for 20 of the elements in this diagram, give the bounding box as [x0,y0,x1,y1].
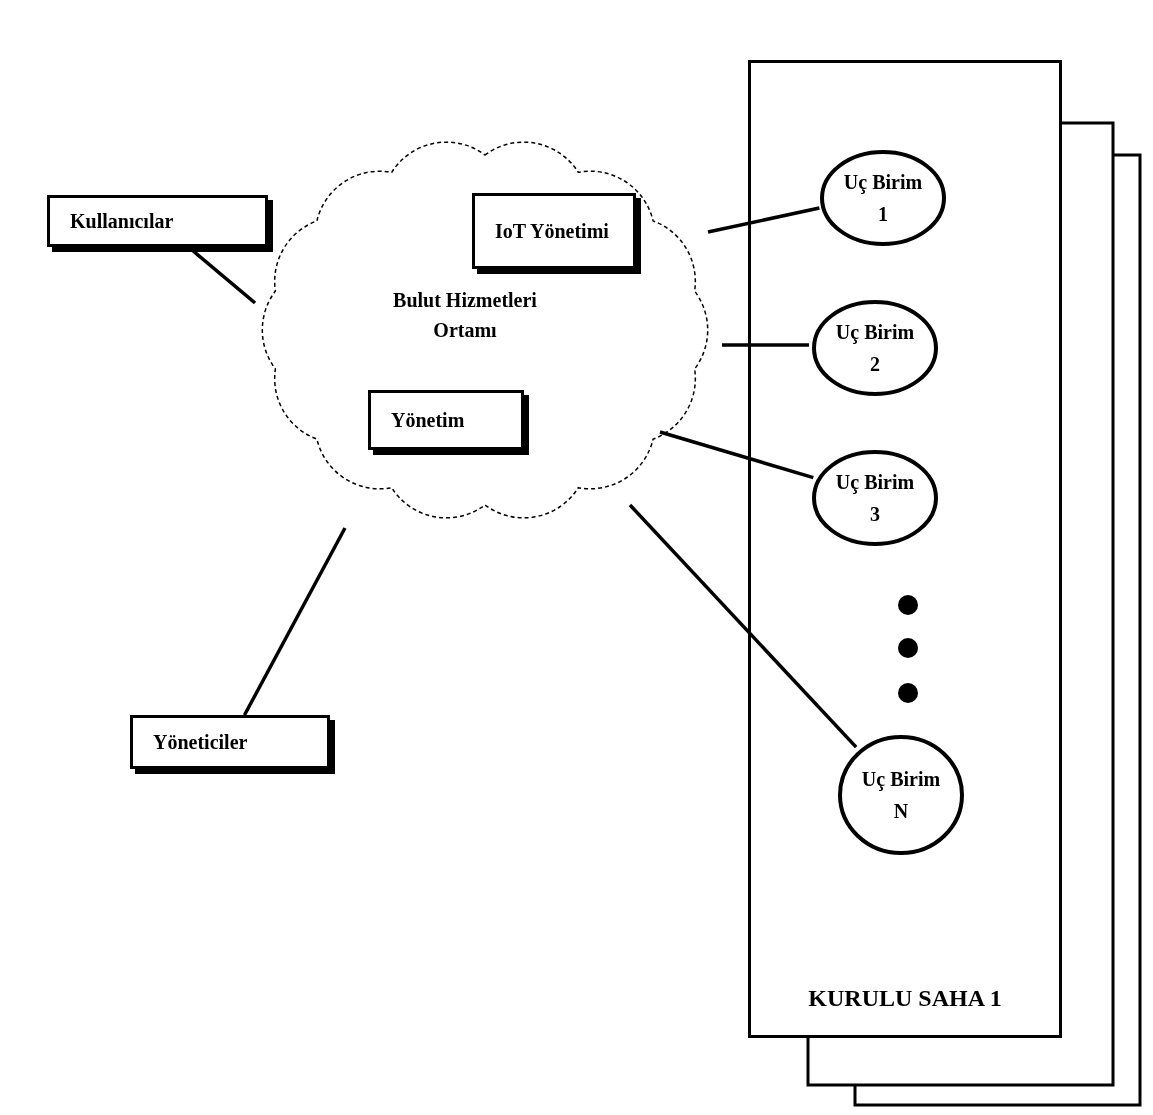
unit-ellipse [838,735,964,855]
node-label: Uç Birim 3 [834,470,916,527]
unit-ellipse [812,300,938,396]
site-title: KURULU SAHA 1 [807,983,1003,1013]
unit-ellipse [812,450,938,546]
node-label: Kullanıcılar [70,209,175,234]
node-label: Yöneticiler [153,730,249,755]
connector-line [628,503,858,749]
node-label: IoT Yönetimi [495,219,610,244]
node-label: Uç Birim 1 [842,170,924,227]
connector-line [659,430,814,480]
connector-line [722,343,809,347]
site-panel [748,60,1062,1038]
unit-ellipse [820,150,946,246]
connector-line [242,527,347,716]
connector-line [707,206,820,234]
node-label: Uç Birim 2 [834,320,916,377]
node-label: Yönetim [391,408,466,433]
node-label: Uç Birim N [860,767,942,824]
node-label: Bulut Hizmetleri Ortamı [392,288,538,343]
